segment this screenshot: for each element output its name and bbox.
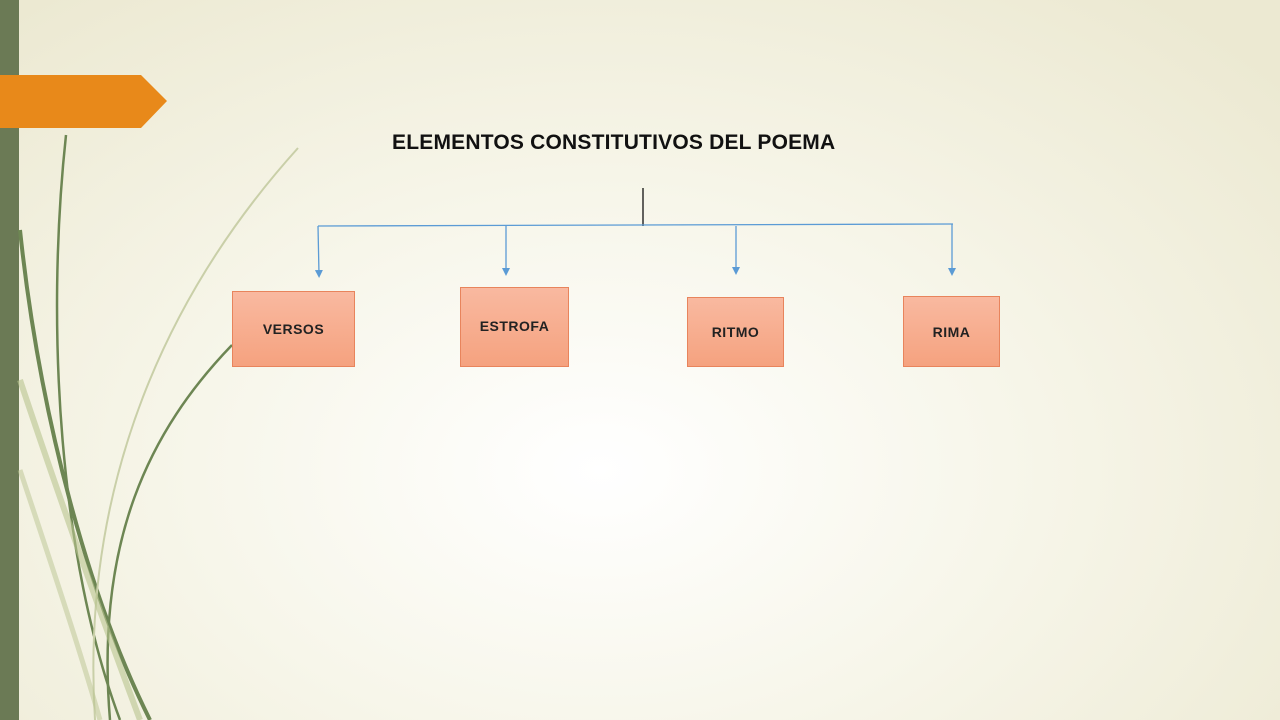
node-versos: VERSOS: [232, 291, 355, 367]
diagram-title: ELEMENTOS CONSTITUTIVOS DEL POEMA: [392, 131, 836, 154]
node-rima: RIMA: [903, 296, 1000, 367]
orange-tab-marker: [0, 75, 167, 128]
horizontal-connector: [317, 223, 954, 227]
node-label: VERSOS: [262, 321, 325, 337]
node-estrofa: ESTROFA: [460, 287, 569, 367]
node-ritmo: RITMO: [687, 297, 784, 367]
node-label: ESTROFA: [479, 318, 550, 334]
left-accent-bar: [0, 0, 19, 720]
node-label: RIMA: [932, 323, 971, 340]
node-label: RITMO: [711, 324, 760, 340]
arrow-to-versos: [314, 225, 323, 278]
